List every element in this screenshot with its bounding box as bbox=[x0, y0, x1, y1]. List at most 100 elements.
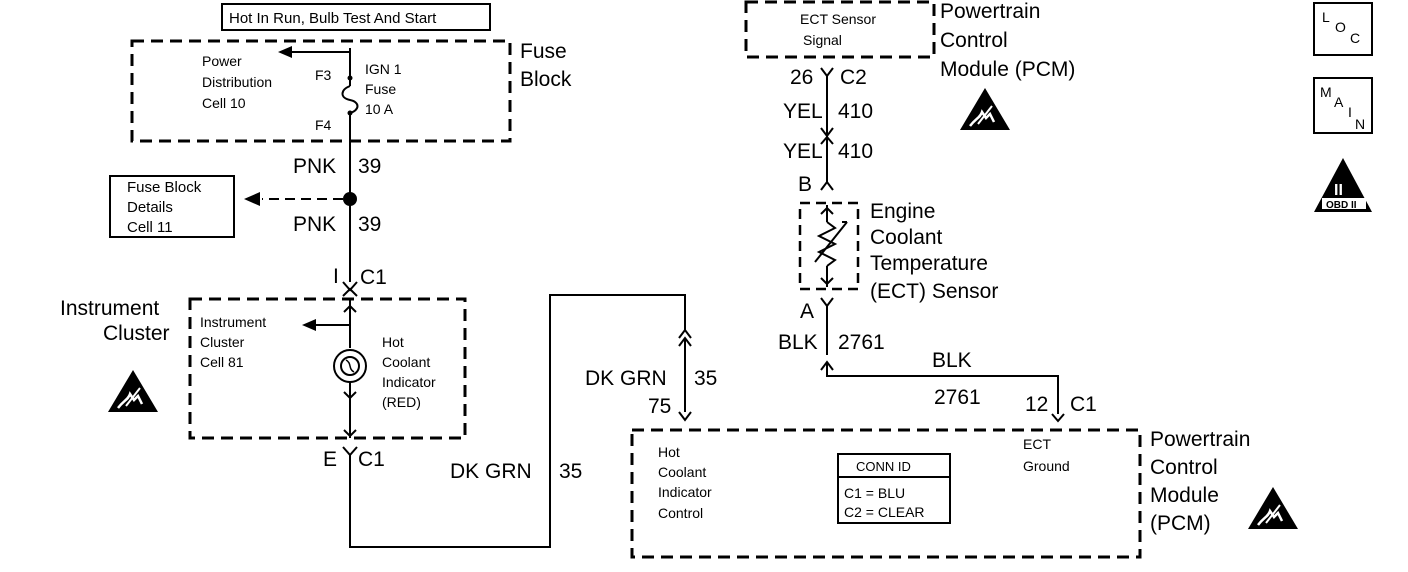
loc-icon: L O C bbox=[1313, 2, 1373, 56]
main-i: I bbox=[1348, 104, 1352, 120]
connector-e-pin: E bbox=[323, 448, 337, 471]
ect-sensor-outline bbox=[798, 201, 860, 291]
main-m: M bbox=[1320, 84, 1332, 100]
fuse-pin-f4: F4 bbox=[315, 117, 332, 133]
ect-signal-1: ECT Sensor bbox=[800, 11, 876, 27]
obd-text: OBD II bbox=[1326, 200, 1357, 211]
pcm-top-conn: C2 bbox=[840, 66, 867, 89]
splice-point bbox=[343, 192, 357, 206]
fuse-details-1: Fuse Block bbox=[127, 179, 202, 196]
ground-label-1: ECT bbox=[1023, 436, 1051, 452]
pcm-bottom-label-2: Control bbox=[1150, 456, 1218, 479]
control-label-1: Hot bbox=[658, 444, 680, 460]
pcm-bottom-label-3: Module bbox=[1150, 484, 1219, 507]
cluster-label-2: Cluster bbox=[103, 322, 170, 345]
lamp-label-3: Indicator bbox=[382, 374, 436, 390]
power-distribution-3: Cell 10 bbox=[202, 95, 246, 111]
loc-o: O bbox=[1335, 19, 1346, 35]
pcm-top-label-1: Powertrain bbox=[940, 0, 1040, 23]
dkgrn-upper-color: DK GRN bbox=[585, 367, 667, 390]
fuse-block-label-2: Block bbox=[520, 68, 572, 91]
fuse-details-arrow bbox=[244, 192, 260, 206]
blk-horizontal-color: BLK bbox=[932, 349, 972, 372]
esd-warning-icon bbox=[1246, 485, 1300, 531]
pnk-upper-color: PNK bbox=[293, 155, 336, 178]
cluster-outline bbox=[188, 297, 467, 440]
blk-pin-12: 12 bbox=[1025, 393, 1048, 416]
cluster-label-1: Instrument bbox=[60, 297, 159, 320]
cluster-ref-2: Cluster bbox=[200, 334, 245, 350]
pnk-lower-circuit: 39 bbox=[358, 213, 381, 236]
ground-label-2: Ground bbox=[1023, 458, 1070, 474]
pcm-bottom-outline bbox=[630, 428, 1142, 559]
lamp-label-1: Hot bbox=[382, 334, 404, 350]
fuse-name-3: 10 A bbox=[365, 101, 394, 117]
fuse-block-label-1: Fuse bbox=[520, 40, 567, 63]
lamp-label-4: (RED) bbox=[382, 394, 421, 410]
blk-horizontal-circuit: 2761 bbox=[934, 386, 981, 409]
conn-id-line1: C1 = BLU bbox=[844, 485, 905, 501]
instrument-cluster: Instrument Cluster Instrument Cluster Ce… bbox=[60, 297, 467, 440]
dk-grn-35-wire bbox=[349, 294, 686, 548]
ect-label-1: Engine bbox=[870, 200, 935, 223]
ect-label-2: Coolant bbox=[870, 226, 943, 249]
blk-vertical-color: BLK bbox=[778, 331, 818, 354]
fuse-name-1: IGN 1 bbox=[365, 61, 402, 77]
main-a: A bbox=[1334, 94, 1344, 110]
fuse-block: Fuse Block Power Distribution Cell 10 F3… bbox=[130, 39, 572, 143]
dkgrn-lower-color: DK GRN bbox=[450, 460, 532, 483]
conn-id-title: CONN ID bbox=[856, 459, 911, 474]
pcm-bottom-label-1: Powertrain bbox=[1150, 428, 1250, 451]
lamp-label-2: Coolant bbox=[382, 354, 430, 370]
fuse-block-outline bbox=[130, 39, 512, 143]
connector-e-conn: C1 bbox=[358, 448, 385, 471]
power-distribution-2: Distribution bbox=[202, 74, 272, 90]
control-label-2: Coolant bbox=[658, 464, 706, 480]
pcm-bottom-label-4: (PCM) bbox=[1150, 512, 1211, 535]
obd-ii-icon: II OBD II bbox=[1314, 158, 1372, 212]
conn-id-box: CONN ID C1 = BLU C2 = CLEAR bbox=[837, 453, 951, 524]
pcm-top: ECT Sensor Signal Powertrain Control Mod… bbox=[744, 0, 1075, 132]
control-label-4: Control bbox=[658, 505, 703, 521]
pcm-top-label-3: Module (PCM) bbox=[940, 58, 1075, 81]
blk-vertical-circuit: 2761 bbox=[838, 331, 885, 354]
ect-label-4: (ECT) Sensor bbox=[870, 280, 998, 303]
ect-pin-b: B bbox=[798, 173, 812, 196]
ect-label-3: Temperature bbox=[870, 252, 988, 275]
blk-2761-wire bbox=[826, 362, 1059, 414]
ect-sensor: Engine Coolant Temperature (ECT) Sensor bbox=[798, 200, 998, 303]
esd-warning-icon bbox=[958, 86, 1012, 132]
yel-lower-circuit: 410 bbox=[838, 140, 873, 163]
dkgrn-lower-circuit: 35 bbox=[559, 460, 582, 483]
power-distribution-1: Power bbox=[202, 53, 242, 69]
loc-l: L bbox=[1322, 9, 1330, 25]
pcm-top-outline bbox=[744, 0, 936, 59]
fuse-block-details-box: Fuse Block Details Cell 11 bbox=[109, 175, 235, 238]
power-feed-arrow bbox=[278, 46, 292, 58]
ect-signal-2: Signal bbox=[803, 32, 842, 48]
pcm-top-label-2: Control bbox=[940, 29, 1008, 52]
fuse-details-3: Cell 11 bbox=[127, 219, 173, 236]
dkgrn-upper-circuit: 35 bbox=[694, 367, 717, 390]
dkgrn-upper-pin: 75 bbox=[648, 395, 671, 418]
connector-i-c1: I C1 bbox=[333, 265, 387, 297]
esd-warning-icon bbox=[106, 368, 160, 414]
obd-numeral: II bbox=[1334, 182, 1343, 199]
fuse-details-2: Details bbox=[127, 199, 173, 216]
connector-i-pin: I bbox=[333, 265, 339, 288]
lamp-icon bbox=[333, 349, 367, 383]
yel-lower-color: YEL bbox=[783, 140, 823, 163]
loc-c: C bbox=[1350, 30, 1360, 46]
cluster-ref-arrow bbox=[302, 319, 316, 331]
yel-upper-color: YEL bbox=[783, 100, 823, 123]
main-icon: M A I N bbox=[1313, 77, 1373, 134]
main-n: N bbox=[1355, 116, 1365, 132]
thermistor-icon bbox=[814, 205, 848, 287]
conn-id-line2: C2 = CLEAR bbox=[844, 504, 925, 520]
cluster-ref-3: Cell 81 bbox=[200, 354, 244, 370]
header-box: Hot In Run, Bulb Test And Start bbox=[221, 3, 491, 31]
pnk-upper-circuit: 39 bbox=[358, 155, 381, 178]
control-label-3: Indicator bbox=[658, 484, 712, 500]
fuse-icon bbox=[341, 48, 359, 141]
